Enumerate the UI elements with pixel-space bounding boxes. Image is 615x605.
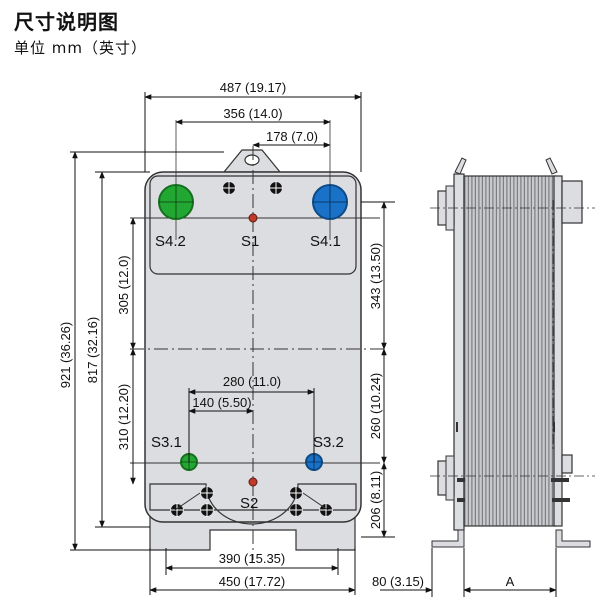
bolt	[269, 181, 283, 195]
unit-note: 单位 mm（英寸）	[14, 39, 147, 57]
side-view	[380, 157, 595, 597]
label-s1: S1	[241, 233, 259, 250]
nozzle-bottom-right	[561, 454, 573, 474]
dim-lower-section: 310 (12.20)	[116, 384, 131, 451]
bolt	[200, 486, 214, 500]
dim-foot-inner: 390 (15.35)	[219, 551, 286, 566]
label-s3-2: S3.2	[313, 434, 344, 451]
dim-center-offset-bottom: 140 (5.50)	[192, 395, 251, 410]
port-s4-2	[158, 184, 194, 220]
dim-overall-height: 921 (36.26)	[58, 322, 73, 389]
front-view: S4.2 S1 S4.1 S3.1 S3.2 S2	[130, 120, 385, 560]
dim-port-spacing-bottom: 280 (11.0)	[223, 374, 281, 389]
label-s4-2: S4.2	[155, 233, 186, 250]
port-s1	[248, 213, 258, 223]
dim-side-offset: 80 (3.15)	[372, 574, 424, 589]
pressure-plate	[553, 175, 563, 527]
plate-pack	[463, 175, 557, 527]
dim-right-upper: 343 (13.50)	[368, 243, 383, 310]
dim-port-vertical-spacing: 817 (32.16)	[85, 317, 100, 384]
label-s3-1: S3.1	[151, 434, 182, 451]
bolt	[200, 503, 214, 517]
lift-hole	[244, 154, 260, 166]
bolt	[222, 181, 236, 195]
dim-port-spacing-top: 356 (14.0)	[223, 106, 282, 121]
dim-pack-length: A	[506, 574, 515, 589]
lower-panel	[149, 483, 357, 525]
bolt	[289, 503, 303, 517]
dim-right-lower: 206 (8.11)	[368, 471, 383, 529]
dim-upper-section: 305 (12.0)	[116, 255, 131, 314]
dim-center-offset-top: 178 (7.0)	[266, 129, 318, 144]
label-s4-1: S4.1	[310, 233, 341, 250]
port-s2	[248, 477, 258, 487]
front-dimensions	[70, 92, 395, 595]
nozzle-top-right	[561, 180, 583, 224]
page-title: 尺寸说明图	[14, 10, 119, 34]
dim-overall-width: 487 (19.17)	[220, 80, 287, 95]
dim-right-middle: 260 (10.24)	[368, 373, 383, 440]
dim-foot-outer: 450 (17.72)	[219, 574, 286, 589]
fixed-frame	[453, 173, 465, 531]
bolt	[289, 486, 303, 500]
side-foot-left	[431, 529, 465, 548]
label-s2: S2	[240, 495, 258, 512]
port-s4-1	[312, 184, 348, 220]
side-foot-right	[555, 529, 591, 548]
